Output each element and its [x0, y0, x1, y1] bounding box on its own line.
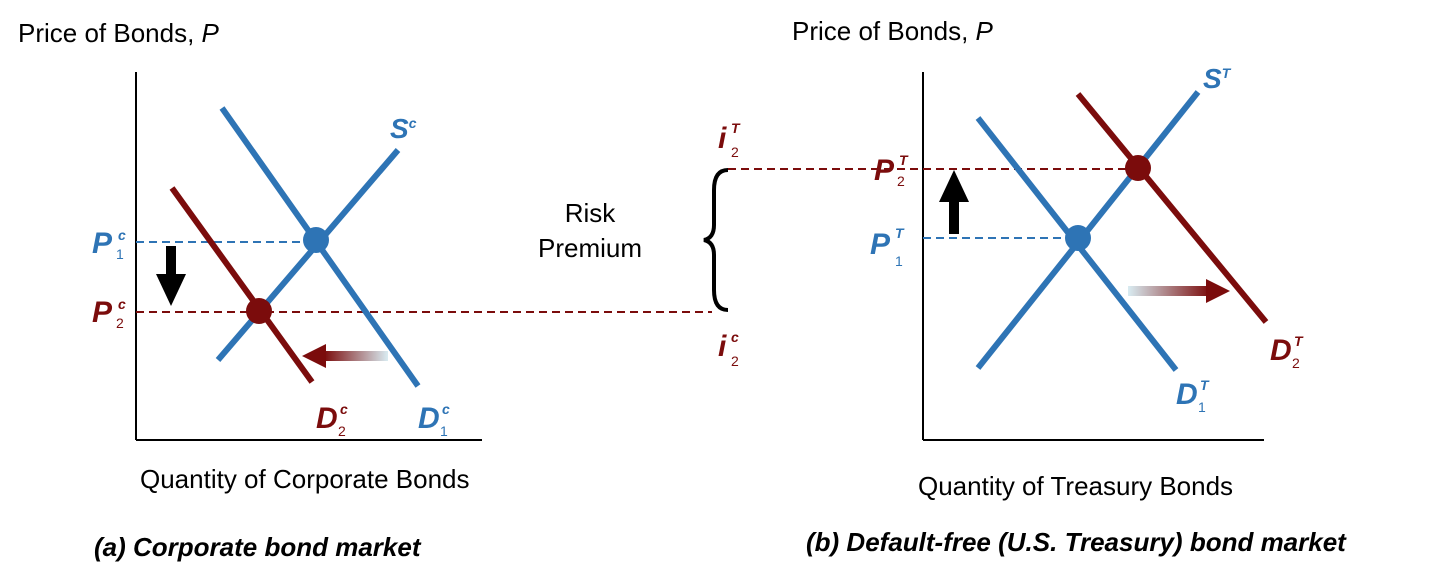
panel-a-equilibrium-1	[303, 227, 329, 253]
svg-text:2: 2	[731, 144, 739, 160]
risk-label-line1: Risk	[565, 198, 617, 228]
svg-text:2: 2	[731, 353, 739, 369]
svg-text:2: 2	[338, 423, 346, 439]
panel-b-p1-label: P T 1	[870, 225, 905, 269]
svg-text:D: D	[418, 402, 440, 435]
panel-b-equilibrium-1	[1065, 225, 1091, 251]
svg-text:P: P	[870, 228, 891, 261]
svg-text:T: T	[895, 225, 905, 241]
panel-a-d2-label: D c 2	[316, 401, 348, 439]
panel-a-p2-label: P c 2	[92, 296, 126, 331]
svg-text:D: D	[1176, 378, 1198, 411]
svg-text:2: 2	[116, 315, 124, 331]
svg-text:c: c	[442, 401, 450, 417]
svg-text:2: 2	[1292, 355, 1300, 371]
panel-b-caption: (b) Default-free (U.S. Treasury) bond ma…	[806, 527, 1347, 557]
risk-label-line2: Premium	[538, 233, 642, 263]
svg-text:c: c	[118, 296, 126, 312]
panel-b-p2-label: P T 2	[874, 152, 909, 189]
risk-premium-annotation: Risk Premium i T 2 i c 2	[538, 120, 741, 369]
panel-b-treasury: Price of Bonds, P ST P T 2	[728, 16, 1347, 557]
svg-text:T: T	[1294, 333, 1304, 349]
panel-a-shift-arrow	[302, 344, 388, 368]
svg-text:P: P	[92, 227, 113, 260]
panel-a-equilibrium-2	[246, 298, 272, 324]
panel-a-down-arrow	[156, 246, 186, 306]
svg-text:T: T	[1200, 377, 1210, 393]
svg-text:c: c	[731, 329, 739, 345]
svg-text:1: 1	[116, 246, 124, 262]
panel-b-d2-label: D T 2	[1270, 333, 1304, 371]
panel-b-demand-d2-curve	[1075, 92, 1269, 324]
svg-text:c: c	[118, 227, 126, 243]
panel-a-y-axis-title: Price of Bonds, P	[18, 18, 220, 48]
panel-a-caption: (a) Corporate bond market	[94, 532, 422, 562]
panel-a-demand-d2-curve	[169, 186, 315, 384]
svg-text:i: i	[718, 330, 727, 363]
panel-a-supply-label: Sc	[390, 113, 417, 144]
svg-text:D: D	[316, 402, 338, 435]
svg-text:c: c	[340, 401, 348, 417]
panel-a-d1-label: D c 1	[418, 401, 450, 439]
panel-a-x-axis-title: Quantity of Corporate Bonds	[140, 464, 470, 494]
svg-text:T: T	[731, 120, 741, 136]
svg-text:1: 1	[895, 253, 903, 269]
panel-b-up-arrow	[939, 170, 969, 234]
svg-text:D: D	[1270, 334, 1292, 367]
svg-text:2: 2	[897, 173, 905, 189]
svg-text:1: 1	[1198, 399, 1206, 415]
svg-text:1: 1	[440, 423, 448, 439]
panel-b-shift-arrow	[1128, 279, 1230, 303]
risk-premium-brace	[703, 168, 729, 312]
svg-text:P: P	[874, 154, 895, 187]
i2c-label: i c 2	[718, 329, 739, 369]
panel-b-equilibrium-2	[1125, 155, 1151, 181]
panel-b-d1-label: D T 1	[1176, 377, 1210, 415]
panel-b-y-axis-title: Price of Bonds, P	[792, 16, 994, 46]
svg-text:P: P	[92, 296, 113, 329]
i2t-label: i T 2	[718, 120, 741, 160]
svg-text:T: T	[899, 152, 909, 168]
svg-text:i: i	[718, 122, 727, 155]
panel-b-supply-label: ST	[1203, 63, 1232, 94]
panel-a-supply-curve	[215, 148, 401, 362]
panel-a-p1-label: P c 1	[92, 227, 126, 262]
panel-a-corporate: Price of Bonds, P Sc P c 1	[18, 18, 712, 562]
panel-b-x-axis-title: Quantity of Treasury Bonds	[918, 471, 1233, 501]
